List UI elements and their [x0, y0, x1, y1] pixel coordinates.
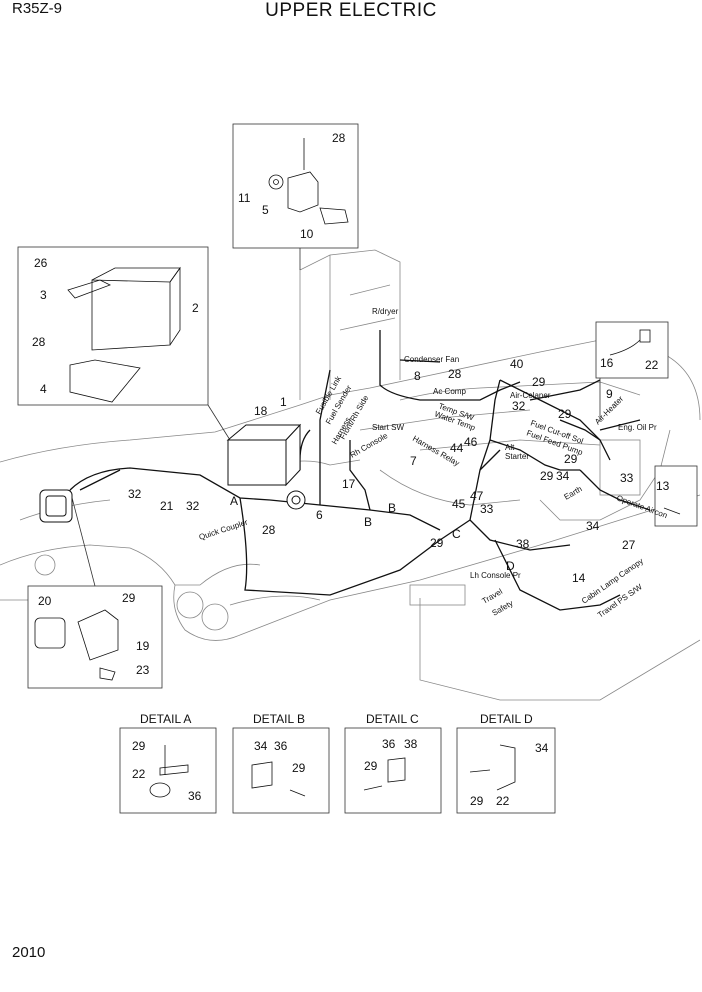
callout-D: D: [506, 559, 515, 573]
detail-c: DETAIL C 36 38 29: [364, 712, 419, 773]
callout-18: 18: [254, 404, 268, 418]
callout-32: 32: [186, 499, 200, 513]
detail-a-label: 36: [188, 789, 202, 803]
detail-box-right-clamp: [654, 465, 698, 527]
callout-28: 28: [32, 335, 46, 349]
wire-label-startsw: Start SW: [372, 423, 404, 432]
callout-33: 33: [480, 502, 494, 516]
model-code: R35Z-9: [12, 0, 63, 17]
detail-d-label: 22: [496, 794, 510, 808]
detail-c-title: DETAIL C: [366, 712, 419, 726]
callout-9: 9: [606, 387, 613, 401]
wire-label-starter: Starter: [505, 452, 529, 461]
callout-26: 26: [34, 256, 48, 270]
detail-a-label: 22: [132, 767, 146, 781]
callout-28: 28: [332, 131, 346, 145]
callout-8: 8: [414, 369, 421, 383]
detail-c-label: 29: [364, 759, 378, 773]
callout-29: 29: [564, 452, 578, 466]
wire-label-accomp: Ac Comp: [433, 387, 466, 396]
detail-boxes-bottom: [119, 727, 556, 814]
callout-6: 6: [316, 508, 323, 522]
detail-c-label: 36: [382, 737, 396, 751]
callout-27: 27: [622, 538, 636, 552]
callout-34: 34: [556, 469, 570, 483]
detail-d-label: 34: [535, 741, 549, 755]
callout-33: 33: [620, 471, 634, 485]
detail-b-label: 36: [274, 739, 288, 753]
callout-B: B: [388, 501, 396, 515]
callout-29: 29: [558, 407, 572, 421]
callout-45: 45: [452, 497, 466, 511]
callout-16: 16: [600, 356, 614, 370]
detail-d-title: DETAIL D: [480, 712, 533, 726]
callout-labels: 28 11 5 10 26 3 2 28 4 1 18 8 40 28 29 3…: [32, 131, 670, 677]
detail-d: DETAIL D 34 29 22: [470, 712, 549, 808]
detail-b: DETAIL B 34 36 29: [253, 712, 306, 775]
worklamp-main: [39, 489, 306, 523]
callout-10: 10: [300, 227, 314, 241]
callout-29: 29: [532, 375, 546, 389]
callout-20: 20: [38, 594, 52, 608]
wire-label-earth: Earth: [563, 484, 584, 501]
callout-32: 32: [128, 487, 142, 501]
detail-a-label: 29: [132, 739, 146, 753]
callout-4: 4: [40, 382, 47, 396]
callout-1: 1: [280, 395, 287, 409]
wire-label-englpr: Eng. Oil Pr: [618, 423, 657, 432]
detail-c-label: 38: [404, 737, 418, 751]
callout-B: B: [364, 515, 372, 529]
callout-5: 5: [262, 203, 269, 217]
callout-2: 2: [192, 301, 199, 315]
callout-C: C: [452, 527, 461, 541]
detail-box-worklamp: [27, 489, 163, 689]
callout-46: 46: [464, 435, 478, 449]
wire-label-quickcoupler: Quick Coupler: [198, 518, 249, 542]
wire-label-safety: Safety: [491, 599, 515, 618]
callout-7: 7: [410, 454, 417, 468]
wire-label-rhconsole: Rh Console: [349, 431, 390, 460]
detail-d-label: 29: [470, 794, 484, 808]
battery-main: [226, 423, 302, 487]
callout-3: 3: [40, 288, 47, 302]
wire-label-aircleaner: Air-Celaner: [510, 391, 551, 400]
detail-b-label: 34: [254, 739, 268, 753]
callout-23: 23: [136, 663, 150, 677]
detail-box-battery: [17, 246, 231, 441]
wire-label-travel: Travel: [481, 587, 505, 606]
callout-21: 21: [160, 499, 174, 513]
callout-44: 44: [450, 441, 464, 455]
callout-34: 34: [586, 519, 600, 533]
callout-32: 32: [512, 399, 526, 413]
callout-11: 11: [238, 191, 251, 205]
detail-box-right: [595, 321, 669, 420]
detail-a: DETAIL A 29 22 36: [132, 712, 202, 803]
detail-b-label: 29: [292, 761, 306, 775]
harness-wires: [69, 330, 651, 611]
wire-label-alt: Alt: [505, 443, 515, 452]
callout-28: 28: [262, 523, 276, 537]
callout-40: 40: [510, 357, 524, 371]
callout-38: 38: [516, 537, 530, 551]
wire-label-rdryer: R/dryer: [372, 307, 399, 316]
detail-a-title: DETAIL A: [140, 712, 191, 726]
callout-28: 28: [448, 367, 462, 381]
detail-b-title: DETAIL B: [253, 712, 305, 726]
callout-A: A: [230, 494, 238, 508]
callout-29: 29: [540, 469, 554, 483]
callout-29: 29: [122, 591, 136, 605]
callout-17: 17: [342, 477, 356, 491]
callout-22: 22: [645, 358, 659, 372]
wire-label-lhconsole: Lh Console Pr: [470, 571, 521, 580]
callout-29: 29: [430, 536, 444, 550]
callout-19: 19: [136, 639, 150, 653]
wire-label-condenser: Condenser Fan: [404, 355, 459, 364]
callout-14: 14: [572, 571, 586, 585]
page-number: 2010: [12, 944, 46, 961]
callout-47: 47: [470, 489, 484, 503]
detail-box-top: [232, 123, 359, 270]
page-title: UPPER ELECTRIC: [265, 0, 437, 21]
callout-13: 13: [656, 479, 670, 493]
